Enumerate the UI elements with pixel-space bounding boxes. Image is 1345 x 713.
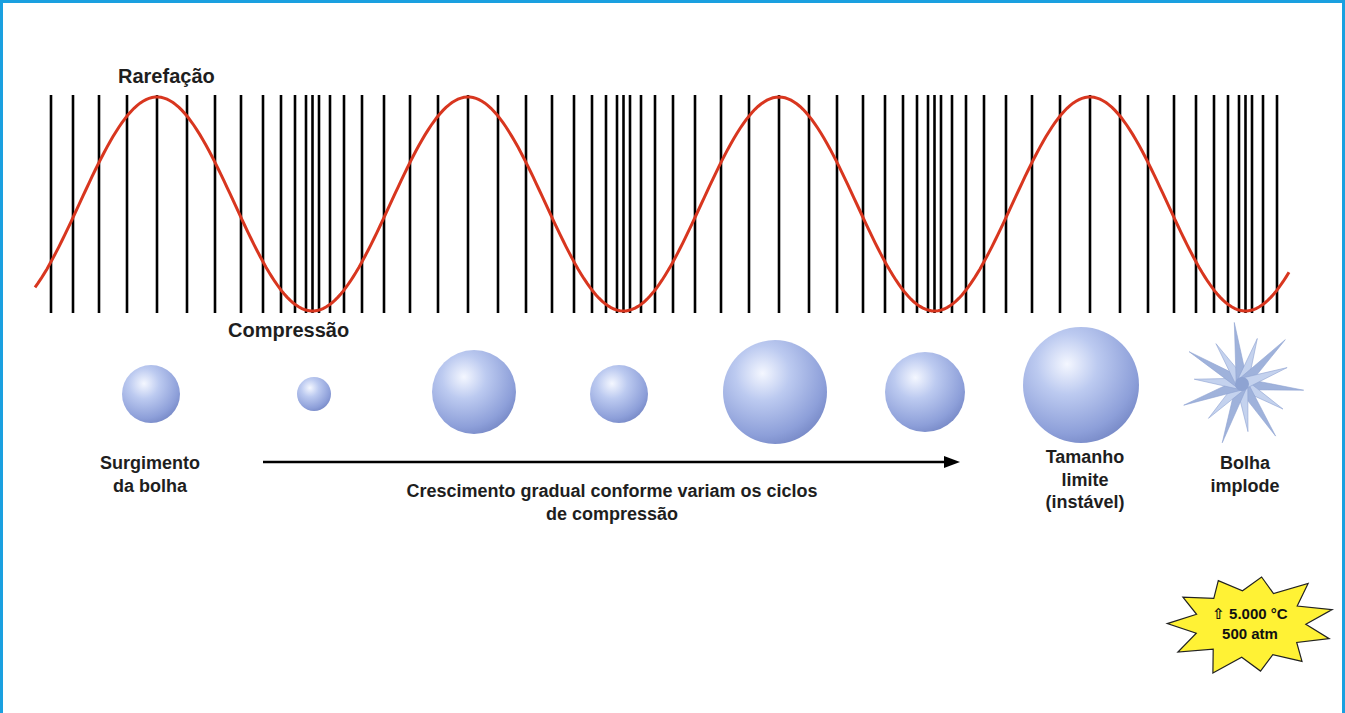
pressure-line xyxy=(605,95,608,313)
pressure-line xyxy=(983,95,986,313)
starburst-outline xyxy=(1167,577,1332,673)
pressure-line xyxy=(305,95,308,313)
pressure-line xyxy=(240,95,243,313)
pressure-line xyxy=(808,95,811,313)
pressure-line xyxy=(1031,95,1034,313)
pressure-line xyxy=(884,95,887,313)
bubble xyxy=(122,365,180,423)
pressure-line xyxy=(622,95,625,313)
pressure-line xyxy=(902,95,905,313)
pressure-line xyxy=(311,95,314,313)
pressure-line xyxy=(862,95,865,313)
pressure-line xyxy=(437,95,440,313)
pressure-line xyxy=(940,95,943,313)
frame-left xyxy=(0,0,3,713)
pressure-line xyxy=(629,95,632,313)
frame-top xyxy=(0,0,1345,3)
pressure-line xyxy=(214,95,217,313)
bubble xyxy=(1023,327,1139,443)
pressure-line xyxy=(836,95,839,313)
starburst-shape xyxy=(1160,568,1340,680)
pressure-line xyxy=(591,95,594,313)
pressure-line xyxy=(672,95,675,313)
pressure-line xyxy=(156,95,159,313)
bubble xyxy=(590,365,648,423)
compression-label: Compressão xyxy=(228,318,349,343)
pressure-line xyxy=(361,95,364,313)
pressure-line xyxy=(951,95,954,313)
stage-label: Surgimento da bolha xyxy=(90,452,210,497)
imploding-bubble xyxy=(1184,322,1304,442)
pressure-line xyxy=(1244,95,1247,313)
pressure-line xyxy=(1227,95,1230,313)
pressure-line xyxy=(1262,95,1265,313)
pressure-line xyxy=(343,95,346,313)
bubbles xyxy=(122,327,1139,444)
pressure-line xyxy=(98,95,101,313)
pressure-line xyxy=(1251,95,1254,313)
pressure-line xyxy=(933,95,936,313)
pressure-line xyxy=(72,95,75,313)
pressure-line xyxy=(1089,95,1092,313)
pressure-line xyxy=(916,95,919,313)
pressure-line xyxy=(1173,95,1176,313)
pressure-line xyxy=(318,95,321,313)
bubble xyxy=(885,352,965,432)
frame-right xyxy=(1342,0,1345,713)
pressure-line xyxy=(50,95,53,313)
bubble xyxy=(723,340,827,444)
starburst-text: ⇧ 5.000 °C 500 atm xyxy=(1201,604,1299,645)
pressure-line xyxy=(1276,95,1279,313)
stage-label: Bolha implode xyxy=(1199,452,1291,497)
pressure-line xyxy=(640,95,643,313)
burst-spike xyxy=(1242,368,1287,389)
pressure-line xyxy=(573,95,576,313)
pressure-line xyxy=(262,95,265,313)
pressure-line xyxy=(1059,95,1062,313)
pressure-line xyxy=(1195,95,1198,313)
pressure-line xyxy=(467,95,470,313)
pressure-line xyxy=(1119,95,1122,313)
arrow-head xyxy=(944,456,960,468)
pressure-line xyxy=(616,95,619,313)
pressure-line xyxy=(965,95,968,313)
pressure-line xyxy=(497,95,500,313)
pressure-line xyxy=(329,95,332,313)
bubble xyxy=(297,377,331,411)
pressure-line xyxy=(720,95,723,313)
growth-arrow xyxy=(263,461,948,464)
process-label: Crescimento gradual conforme variam os c… xyxy=(402,480,822,525)
sine-wave xyxy=(35,97,1289,311)
pressure-line xyxy=(1147,95,1150,313)
pressure-line xyxy=(654,95,657,313)
pressure-line xyxy=(551,95,554,313)
pressure-line xyxy=(294,95,297,313)
pressure-line xyxy=(778,95,781,313)
pressure-line xyxy=(525,95,528,313)
pressure-line xyxy=(694,95,697,313)
rarefaction-label: Rarefação xyxy=(118,64,215,89)
pressure-line xyxy=(1238,95,1241,313)
stage-label: Tamanho limite (instável) xyxy=(1035,446,1135,514)
pressure-line xyxy=(1213,95,1216,313)
heat-starburst: ⇧ 5.000 °C 500 atm xyxy=(1160,568,1340,680)
pressure-line xyxy=(409,95,412,313)
pressure-line xyxy=(1005,95,1008,313)
bubble xyxy=(432,350,516,434)
pressure-line xyxy=(748,95,751,313)
pressure-line xyxy=(927,95,930,313)
burst-core xyxy=(1235,377,1249,391)
pressure-line xyxy=(280,95,283,313)
pressure-line xyxy=(186,95,189,313)
pressure-line xyxy=(126,95,129,313)
pressure-line xyxy=(383,95,386,313)
